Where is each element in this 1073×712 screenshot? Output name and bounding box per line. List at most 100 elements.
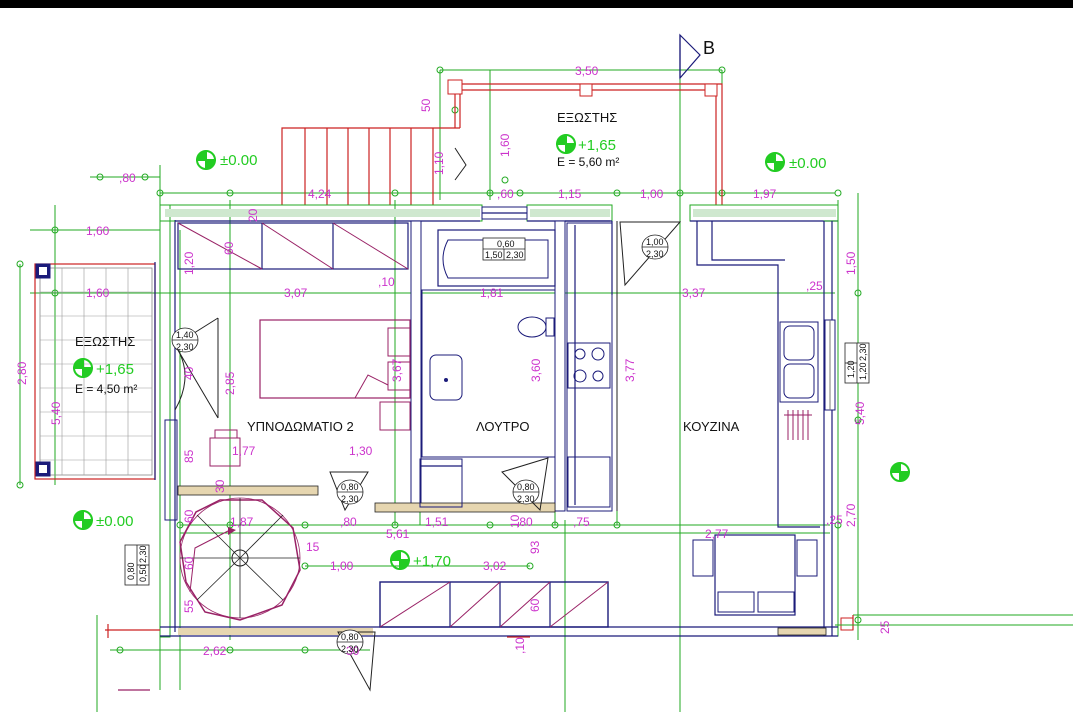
dim-text: 85 [182,449,196,463]
dim-text: 4,24 [308,187,332,201]
tag-text: 1,40 [176,330,194,340]
dim-text: 1,60 [86,224,110,238]
left-balcony [34,262,156,480]
section-marker [679,33,701,80]
dim-text: 1,77 [232,444,256,458]
tag-text: 2,30 [646,249,664,259]
dim-text: 50 [419,98,433,112]
dim-text: 5,40 [49,401,63,425]
tag-text: 2,30 [858,343,868,361]
dim-text: 1,20 [182,251,196,275]
dim-text: 5,40 [853,401,867,425]
tag-text: 0,80 [126,562,136,580]
area-label-balcony-top: E = 5,60 m² [557,155,619,169]
tag-text: 1,20 [846,360,856,378]
tag-text: 1,50 [485,250,503,260]
tag-text: 2,30 [176,342,194,352]
dim-text: 1,30 [349,444,373,458]
dim-text: 3,07 [284,286,308,300]
dim-text: 1,87 [230,515,254,529]
dim-text: 20 [246,208,260,222]
top-bar [0,0,1073,8]
dim-text: ,25 [826,513,843,527]
area-label-balcony-left: E = 4,50 m² [75,382,137,396]
exterior-stairs [281,127,467,205]
bathroom-fixtures [419,229,556,508]
dim-text: 1,00 [330,559,354,573]
dim-text: 40 [182,366,196,380]
dim-text: 1,81 [480,286,504,300]
kitchen-fixtures [566,221,820,616]
dim-text: 15 [306,540,320,554]
dim-text: 55 [182,599,196,613]
room-label-kitchen: ΚΟΥΖΙΝΑ [683,419,740,434]
tag-text: 0,80 [517,482,535,492]
dim-text: 1,50 [844,251,858,275]
dim-text: 1,10 [432,151,446,175]
dim-text: 60 [528,598,542,612]
dim-text: 2,80 [15,361,29,385]
dim-text: ,25 [806,279,823,293]
dim-text: 60 [182,556,196,570]
dim-text: 60 [182,509,196,523]
tag-text: 1,20 [858,362,868,380]
dim-text: ,80 [340,515,357,529]
dim-text: ,10 [513,637,527,654]
dim-text: ,80 [516,515,533,529]
tag-text: 2,30 [517,494,535,504]
room-label-balcony-left: ΕΞΩΣΤΗΣ [75,334,135,349]
dim-text: 1,60 [498,133,512,157]
dim-text: 3,02 [483,559,507,573]
dim-text: 3,77 [623,358,637,382]
tag-text: 2,30 [341,644,359,654]
dim-text: 60 [222,241,236,255]
dim-text: 25 [878,620,892,634]
tag-text: 2,30 [506,250,524,260]
tag-text: 2,30 [138,545,148,563]
dim-text: ,80 [119,171,136,185]
dim-text: 3,67 [390,358,404,382]
tag-text: 0,50 [138,564,148,582]
level-balcony-left: +1,65 [96,361,134,378]
top-balcony [447,79,723,205]
dim-text: 30 [346,644,360,658]
dim-text: 93 [528,540,542,554]
dim-text: 30 [213,479,227,493]
dim-text: 1,51 [425,515,449,529]
bed [209,319,411,467]
level-balcony-top: +1,65 [578,137,616,154]
dim-text: ,75 [573,515,590,529]
dim-text: 1,15 [558,187,582,201]
level-top-left: ±0.00 [220,152,257,169]
tag-text: 2,30 [341,494,359,504]
tag-boxes [124,234,870,655]
tag-text: 1,00 [646,237,664,247]
room-label-balcony-top: ΕΞΩΣΤΗΣ [557,110,617,125]
level-top-right: ±0.00 [789,155,826,172]
dim-text: 2,77 [705,527,729,541]
dim-text: 1,00 [640,187,664,201]
tag-text: 0,80 [341,632,359,642]
dim-text: 3,50 [575,64,599,78]
storage-cabinet [379,581,609,628]
grid-lines [19,35,1073,712]
dim-text: 2,62 [203,644,227,658]
tag-text: 0,60 [497,239,515,249]
tag-text: 0,80 [341,482,359,492]
room-label-bathroom: ΛΟΥΤΡΟ [476,419,530,434]
dim-text: 2,85 [223,371,237,395]
dim-text: 3,60 [529,358,543,382]
dim-text: 10 [508,514,522,528]
level-interior: +1,70 [413,553,451,570]
wardrobe [177,222,409,270]
level-bottom-left: ±0.00 [96,513,133,530]
dim-text: 3,37 [682,286,706,300]
spiral-staircase [179,497,301,621]
section-marker-label: B [703,38,715,58]
dim-text: 5,61 [386,527,410,541]
dim-text: ,60 [497,187,514,201]
dim-text: ,10 [378,275,395,289]
room-label-bedroom: ΥΠΝΟΔΩΜΑΤΙΟ 2 [247,419,354,434]
dim-text: 1,60 [86,286,110,300]
